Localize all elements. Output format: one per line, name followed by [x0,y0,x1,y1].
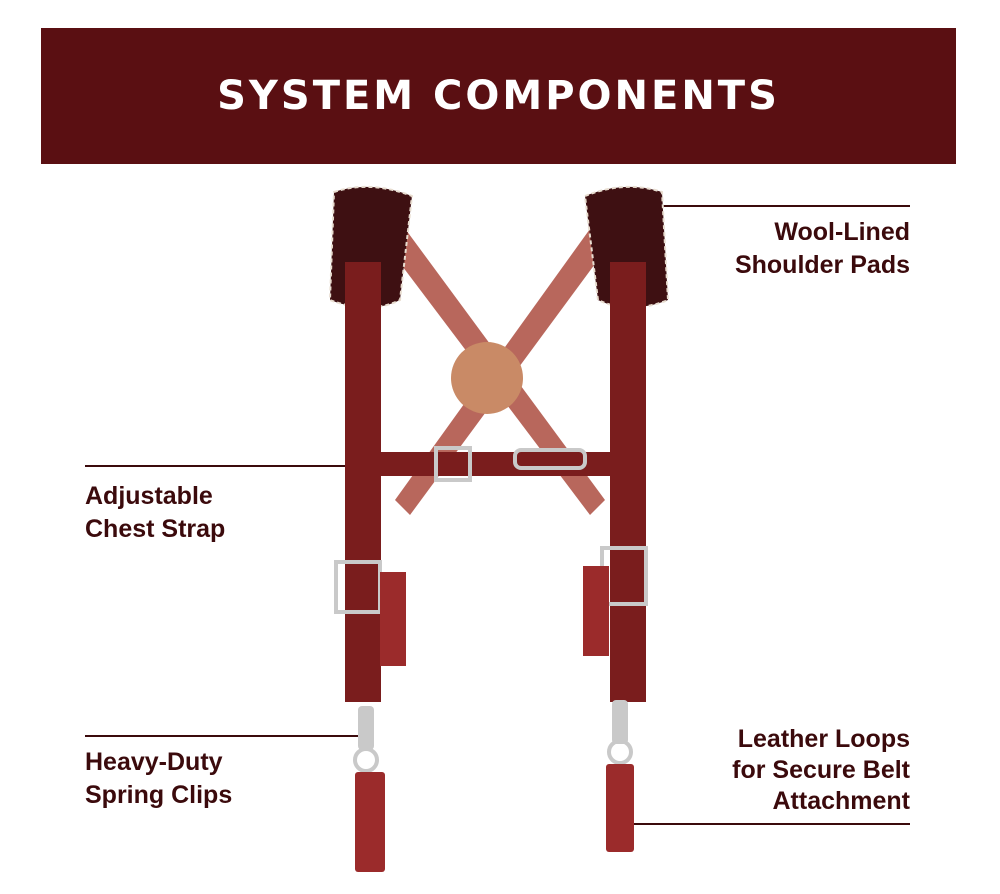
callout-spring-clips: Heavy-Duty Spring Clips [85,746,232,812]
callout-spring-clips-line1: Heavy-Duty [85,748,223,776]
callout-shoulder-pads: Wool-Lined Shoulder Pads [735,216,910,282]
spring-clip-ring-right [607,739,633,765]
spring-clip-ring-left [353,747,379,773]
spring-clip-left [358,706,374,750]
spring-clip-right [612,700,628,744]
front-strap-left [345,262,381,702]
inner-loop-left [380,572,406,666]
leather-loop-left [355,772,385,872]
callout-leather-loops: Leather Loops for Secure Belt Attachment [732,724,910,817]
chest-buckle [434,446,472,482]
callout-spring-clips-line2: Spring Clips [85,781,233,809]
callout-leather-loops-line1: Leather Loops [737,725,910,753]
banner-title: SYSTEM COMPONENTS [217,73,780,119]
leather-loop-right [606,764,634,852]
callout-chest-strap-line2: Chest Strap [85,515,226,543]
callout-shoulder-pads-line2: Shoulder Pads [734,251,910,279]
callout-chest-strap-line1: Adjustable [85,482,213,510]
chest-strap [345,452,645,476]
shoulder-pad-right [583,185,670,309]
title-banner: SYSTEM COMPONENTS [41,28,956,164]
chest-clip [513,448,587,470]
callout-shoulder-pads-line1: Wool-Lined [774,218,910,246]
callout-leather-loops-line3: Attachment [772,787,910,815]
inner-loop-right [583,566,609,656]
front-strap-right [610,262,646,702]
callout-chest-strap: Adjustable Chest Strap [85,480,225,546]
callout-leather-loops-line2: for Secure Belt [732,756,910,784]
center-patch [451,342,523,414]
